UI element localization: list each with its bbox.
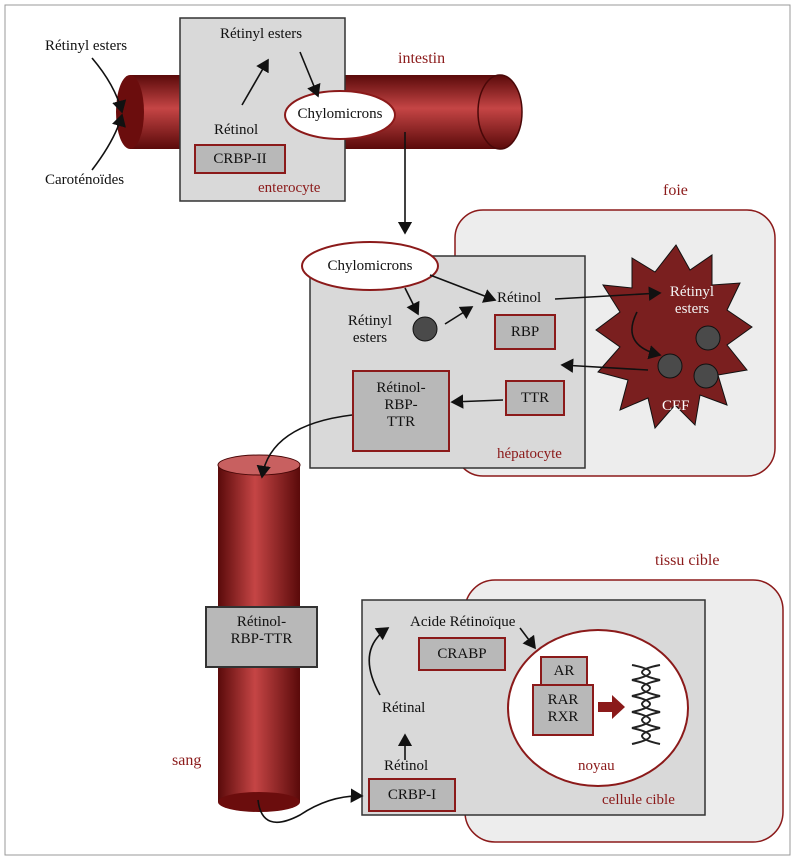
activation-arrow bbox=[598, 695, 625, 719]
complex-blood-box: Rétinol- RBP-TTR bbox=[205, 606, 318, 668]
hepatocyte-label: hépatocyte bbox=[497, 446, 562, 462]
chylomicrons-oval-intestin bbox=[284, 90, 396, 140]
rbp-label: RBP bbox=[510, 324, 540, 340]
droplet bbox=[412, 316, 438, 342]
tissu-cible-label: tissu cible bbox=[655, 552, 720, 569]
rar-label: RAR bbox=[547, 692, 579, 708]
cef-retinyl-line1: Rétinyl bbox=[669, 284, 715, 300]
cef-retinyl-line2: esters bbox=[674, 301, 710, 317]
chylomicrons-foie-label: Chylomicrons bbox=[327, 258, 413, 274]
complex-hepatocyte-line2: RBP- bbox=[384, 397, 418, 413]
acide-retinoique-label: Acide Rétinoïque bbox=[410, 614, 516, 630]
rar-rxr-box: RAR RXR bbox=[532, 684, 594, 736]
ar-box: AR bbox=[540, 656, 588, 686]
droplet bbox=[657, 353, 683, 379]
ttr-box: TTR bbox=[505, 380, 565, 416]
crbp1-label: CRBP-I bbox=[387, 787, 437, 803]
cef-label: CEF bbox=[662, 398, 690, 414]
hepatocyte-retinyl-line1: Rétinyl bbox=[347, 313, 393, 329]
dna-helix bbox=[631, 664, 661, 745]
cellule-cible-label: cellule cible bbox=[602, 792, 675, 808]
arrows bbox=[91, 51, 662, 824]
crbp1-box: CRBP-I bbox=[368, 778, 456, 812]
droplet bbox=[693, 363, 719, 389]
hepatocyte-retinyl-line2: esters bbox=[352, 330, 388, 346]
rbp-box: RBP bbox=[494, 314, 556, 350]
enterocyte-retinol-label: Rétinol bbox=[214, 122, 259, 138]
sang-label: sang bbox=[172, 752, 202, 769]
target-retinol-label: Rétinol bbox=[384, 758, 429, 774]
intestin-label: intestin bbox=[398, 50, 446, 67]
frame-border bbox=[4, 4, 791, 856]
ttr-label: TTR bbox=[520, 390, 550, 406]
retinal-label: Rétinal bbox=[382, 700, 426, 716]
cef-retinyl-esters-label: Rétinyl esters bbox=[652, 284, 732, 318]
hepatocyte-retinyl-esters-label: Rétinyl esters bbox=[340, 313, 400, 347]
complex-hepatocyte-box: Rétinol- RBP- TTR bbox=[352, 370, 450, 452]
hepatocyte-retinol-label: Rétinol bbox=[497, 290, 542, 306]
noyau-label: noyau bbox=[578, 758, 615, 774]
crabp-label: CRABP bbox=[437, 646, 487, 662]
droplet bbox=[695, 325, 721, 351]
complex-blood-line2: RBP-TTR bbox=[230, 631, 293, 647]
crbp2-box: CRBP-II bbox=[194, 144, 286, 174]
retinyl-esters-input-label: Rétinyl esters bbox=[45, 38, 128, 54]
chylomicrons-oval-foie bbox=[301, 241, 439, 291]
ar-label: AR bbox=[553, 663, 575, 679]
enterocyte-retinyl-esters-label: Rétinyl esters bbox=[220, 26, 303, 42]
enterocyte-label: enterocyte bbox=[258, 180, 321, 196]
complex-hepatocyte-line3: TTR bbox=[386, 414, 416, 430]
rxr-label: RXR bbox=[547, 709, 579, 725]
chylomicrons-intestin-label: Chylomicrons bbox=[297, 106, 383, 122]
carotenoids-label: Caroténoïdes bbox=[45, 172, 125, 188]
complex-blood-line1: Rétinol- bbox=[236, 614, 287, 630]
foie-label: foie bbox=[663, 182, 688, 199]
crabp-box: CRABP bbox=[418, 637, 506, 671]
complex-hepatocyte-line1: Rétinol- bbox=[376, 380, 426, 396]
crbp2-label: CRBP-II bbox=[213, 151, 267, 167]
